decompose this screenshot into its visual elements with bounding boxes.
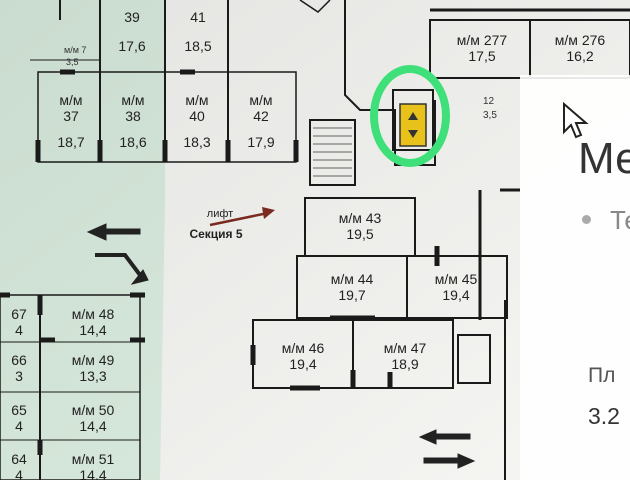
small-room-value: 3,5	[483, 110, 497, 121]
space-45-label: м/м 45 19,4	[434, 271, 478, 304]
lift-label: лифт	[206, 208, 234, 220]
listing-field-label: Пл	[588, 364, 616, 387]
space-277-label: м/м 277 17,5	[456, 32, 508, 65]
listing-subheading: Те	[610, 205, 630, 235]
space-48-label: м/м 48 14,4	[71, 306, 115, 339]
space-39-area: 17,6	[118, 38, 146, 54]
small-room-number: 12	[483, 96, 495, 107]
space-47-label: м/м 47 18,9	[383, 340, 427, 373]
space-276-label: м/м 276 16,2	[554, 32, 606, 65]
highlight-ring	[370, 65, 450, 167]
space-42-label: м/м 42 17,9	[247, 92, 275, 151]
lift-box	[399, 103, 427, 147]
tiny-space-value: 3,5	[66, 57, 79, 67]
listing-field-value: 3.2	[588, 403, 620, 429]
space-39-number: 39	[124, 9, 140, 25]
bullet-dot-icon	[582, 215, 591, 224]
space-38-label: м/м 38 18,6	[119, 92, 147, 151]
mouse-pointer-icon	[563, 102, 589, 139]
listing-overlay-panel: Ме Те Пл 3.2	[520, 75, 630, 480]
space-40-label: м/м 40 18,3	[183, 92, 211, 151]
space-41-area: 18,5	[184, 38, 212, 54]
space-37-label: м/м 37 18,7	[57, 92, 85, 151]
section-label: Секция 5	[189, 227, 243, 241]
space-49-label: м/м 49 13,3	[71, 352, 115, 385]
space-50-label: м/м 50 14,4	[71, 402, 115, 435]
space-51-label: м/м 51 14,4	[71, 451, 115, 480]
space-41-number: 41	[190, 9, 206, 25]
space-44-label: м/м 44 19,7	[330, 271, 374, 304]
space-43-label: м/м 43 19,5	[338, 210, 382, 243]
space-46-label: м/м 46 19,4	[281, 340, 325, 373]
tiny-space-label: м/м 7	[64, 45, 87, 55]
listing-heading: Ме	[578, 134, 630, 183]
